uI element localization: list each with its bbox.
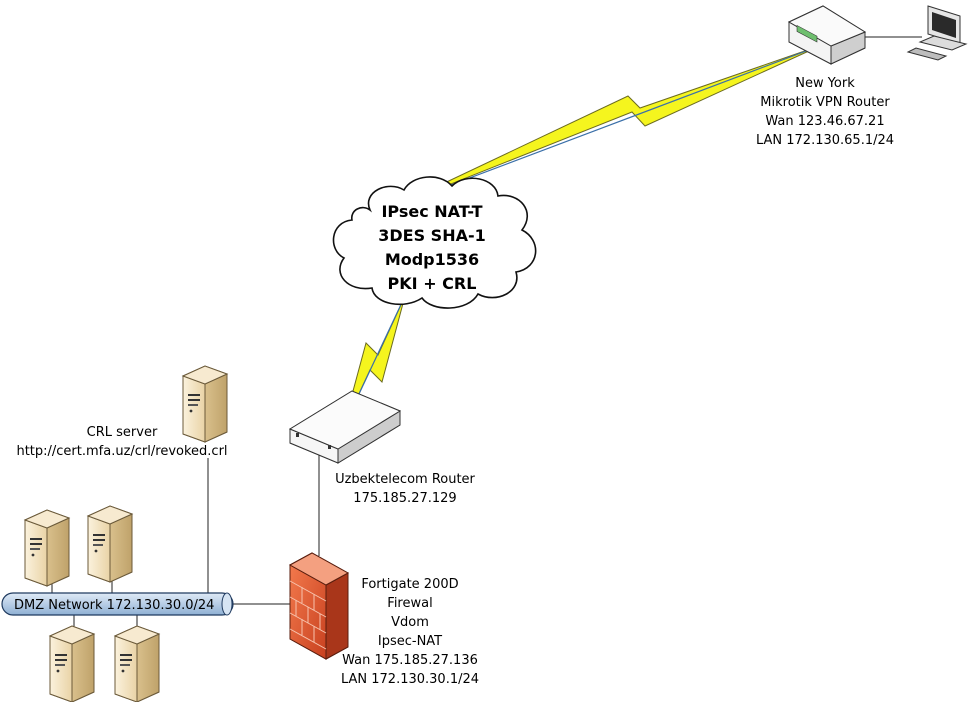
server-icon	[49, 625, 95, 702]
label-line: New York	[795, 76, 855, 91]
cloud-icon	[332, 176, 537, 309]
label-line: Wan 123.46.67.21	[765, 114, 885, 129]
router-icon	[787, 5, 867, 65]
label-line: Mikrotik VPN Router	[760, 95, 890, 110]
label-line: Fortigate 200D	[361, 577, 459, 592]
dmz-network-label: DMZ Network 172.130.30.0/24	[14, 598, 214, 613]
ny-router-label: New York Mikrotik VPN Router Wan 123.46.…	[745, 74, 905, 150]
cloud-protocol-label: IPsec NAT-T 3DES SHA-1 Modp1536 PKI + CR…	[352, 200, 512, 296]
firewall-label: Fortigate 200D Firewal Vdom Ipsec-NAT Wa…	[335, 575, 485, 689]
firewall-icon	[288, 552, 350, 660]
server-icon	[24, 509, 70, 587]
cloud-line: PKI + CRL	[387, 274, 477, 293]
label-line: CRL server	[86, 425, 158, 440]
dmz-network-bus: DMZ Network 172.130.30.0/24	[1, 592, 234, 616]
computer-icon	[906, 5, 968, 61]
server-icon	[114, 625, 160, 702]
label-line: Firewal	[387, 596, 433, 611]
router-icon	[288, 390, 402, 464]
label-line: 175.185.27.129	[353, 491, 457, 506]
label-line: LAN 172.130.30.1/24	[340, 672, 480, 687]
label-line: Ipsec-NAT	[377, 634, 443, 649]
label-line: Uzbektelecom Router	[335, 472, 475, 487]
crl-server-label: CRL server http://cert.mfa.uz/crl/revoke…	[4, 423, 240, 461]
label-line: Vdom	[391, 615, 429, 630]
label-line: http://cert.mfa.uz/crl/revoked.crl	[16, 444, 228, 459]
server-icon	[87, 505, 133, 583]
label-line: LAN 172.130.65.1/24	[755, 133, 895, 148]
label-line: Wan 175.185.27.136	[342, 653, 478, 668]
cloud-line: IPsec NAT-T	[381, 202, 483, 221]
uz-router-label: Uzbektelecom Router 175.185.27.129	[328, 470, 482, 508]
cloud-line: 3DES SHA-1	[378, 226, 486, 245]
cloud-line: Modp1536	[384, 250, 480, 269]
